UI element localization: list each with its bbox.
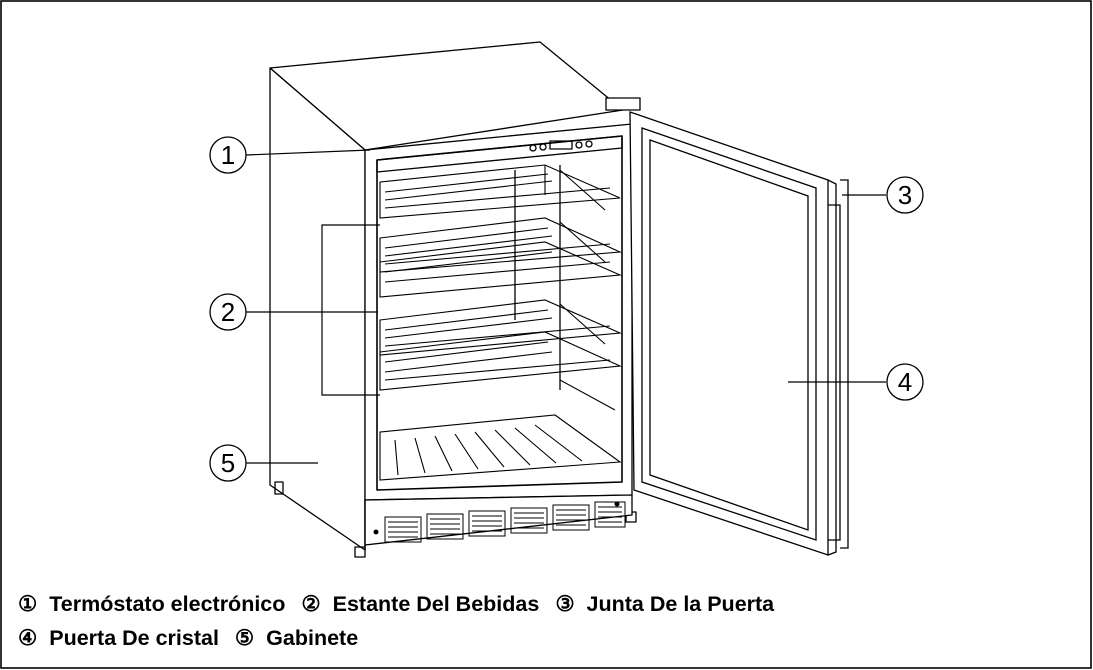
callout-1-label: 1	[221, 140, 235, 170]
callout-2: 2	[209, 293, 247, 331]
legend-item-thermostat: ① Termóstato electrónico	[18, 592, 286, 616]
legend-line-1: ① Termóstato electrónico ② Estante Del B…	[18, 592, 784, 617]
callout-2-label: 2	[221, 297, 235, 327]
legend-item-gasket: ③ Junta De la Puerta	[555, 592, 775, 616]
leader-lines	[245, 149, 886, 464]
callout-3-label: 3	[898, 180, 912, 210]
callout-3: 3	[886, 176, 924, 214]
callout-1: 1	[209, 136, 247, 174]
callout-5-label: 5	[221, 448, 235, 478]
legend-item-glass-door: ④ Puerta De cristal	[18, 626, 219, 650]
callout-4-label: 4	[898, 367, 912, 397]
glass-door	[605, 97, 849, 556]
legend-item-cabinet: ⑤ Gabinete	[234, 626, 359, 650]
shelves	[379, 164, 623, 481]
wine-cooler-illustration	[269, 41, 637, 558]
legend-item-shelf: ② Estante Del Bebidas	[301, 592, 540, 616]
legend-line-2: ④ Puerta De cristal ⑤ Gabinete	[18, 626, 368, 651]
callout-4: 4	[886, 363, 924, 401]
bottom-vents	[373, 501, 626, 543]
callout-5: 5	[209, 444, 247, 482]
